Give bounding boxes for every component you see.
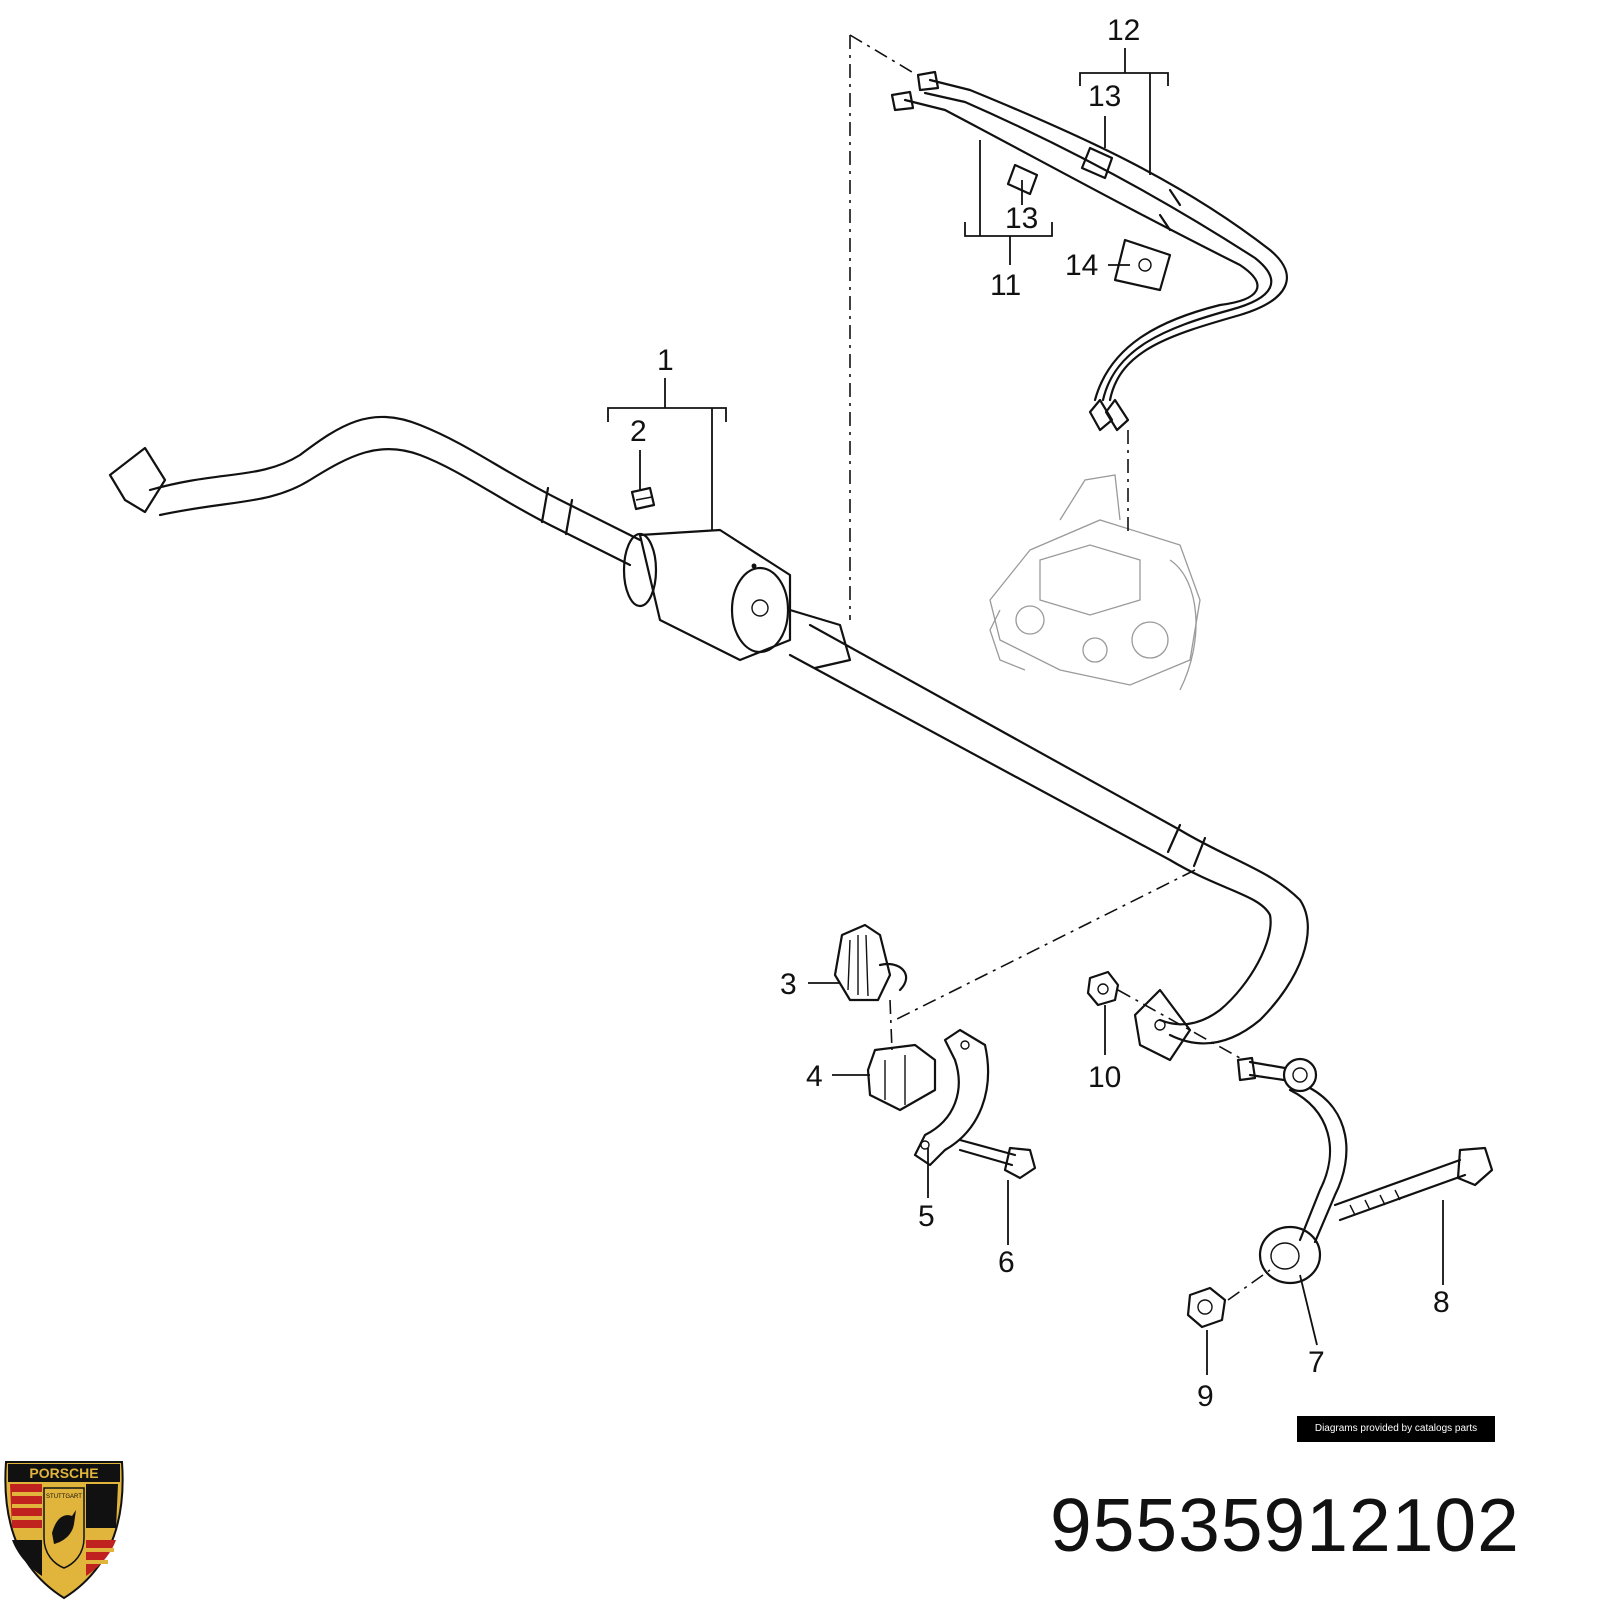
callout-2: 2 — [630, 415, 647, 448]
assembly-line-b — [849, 34, 913, 73]
callout-9: 9 — [1197, 1380, 1214, 1413]
callout-12: 12 — [1107, 14, 1140, 47]
drop-link — [1236, 1056, 1348, 1285]
stabilizer-actuator — [622, 528, 852, 670]
callout-13b: 13 — [1005, 202, 1038, 235]
bolt-6 — [958, 1138, 1037, 1180]
callout-11: 11 — [990, 269, 1021, 302]
stabilizer-bar — [108, 415, 1309, 1062]
assembly-line-f — [1227, 1269, 1271, 1301]
callout-6: 6 — [998, 1246, 1015, 1279]
credit-banner: Diagrams provided by catalogs parts — [1297, 1416, 1495, 1442]
callout-5: 5 — [918, 1200, 935, 1233]
nut-9 — [1186, 1286, 1227, 1329]
assembly-line-c — [894, 869, 1196, 1021]
callout-7: 7 — [1308, 1346, 1325, 1379]
callout-13a: 13 — [1088, 80, 1121, 113]
logo-wordmark: PORSCHE — [29, 1465, 98, 1481]
callout-10: 10 — [1088, 1061, 1121, 1094]
line-clip — [1113, 238, 1172, 292]
bushing-lower — [866, 1043, 937, 1112]
logo-city: STUTTGART — [46, 1494, 82, 1500]
callout-1: 1 — [657, 344, 674, 377]
assembly-line-e — [1117, 989, 1241, 1059]
vent-fitting — [630, 486, 656, 511]
valve-block-ghost — [989, 474, 1201, 691]
bushing — [833, 923, 908, 1002]
hydraulic-lines — [890, 70, 1288, 432]
clamp-bracket — [913, 1028, 990, 1167]
assembly-line-d — [889, 999, 893, 1051]
callout-3: 3 — [780, 968, 797, 1001]
callout-4: 4 — [806, 1060, 823, 1093]
callout-14: 14 — [1065, 249, 1098, 282]
leaders — [607, 48, 1444, 1375]
bolt-8 — [1333, 1146, 1494, 1222]
callout-8: 8 — [1433, 1286, 1450, 1319]
part-number: 95535912102 — [1050, 1483, 1520, 1567]
nut-10 — [1086, 970, 1120, 1007]
porsche-crest-logo: PORSCHE STUTTGART — [4, 1461, 124, 1600]
